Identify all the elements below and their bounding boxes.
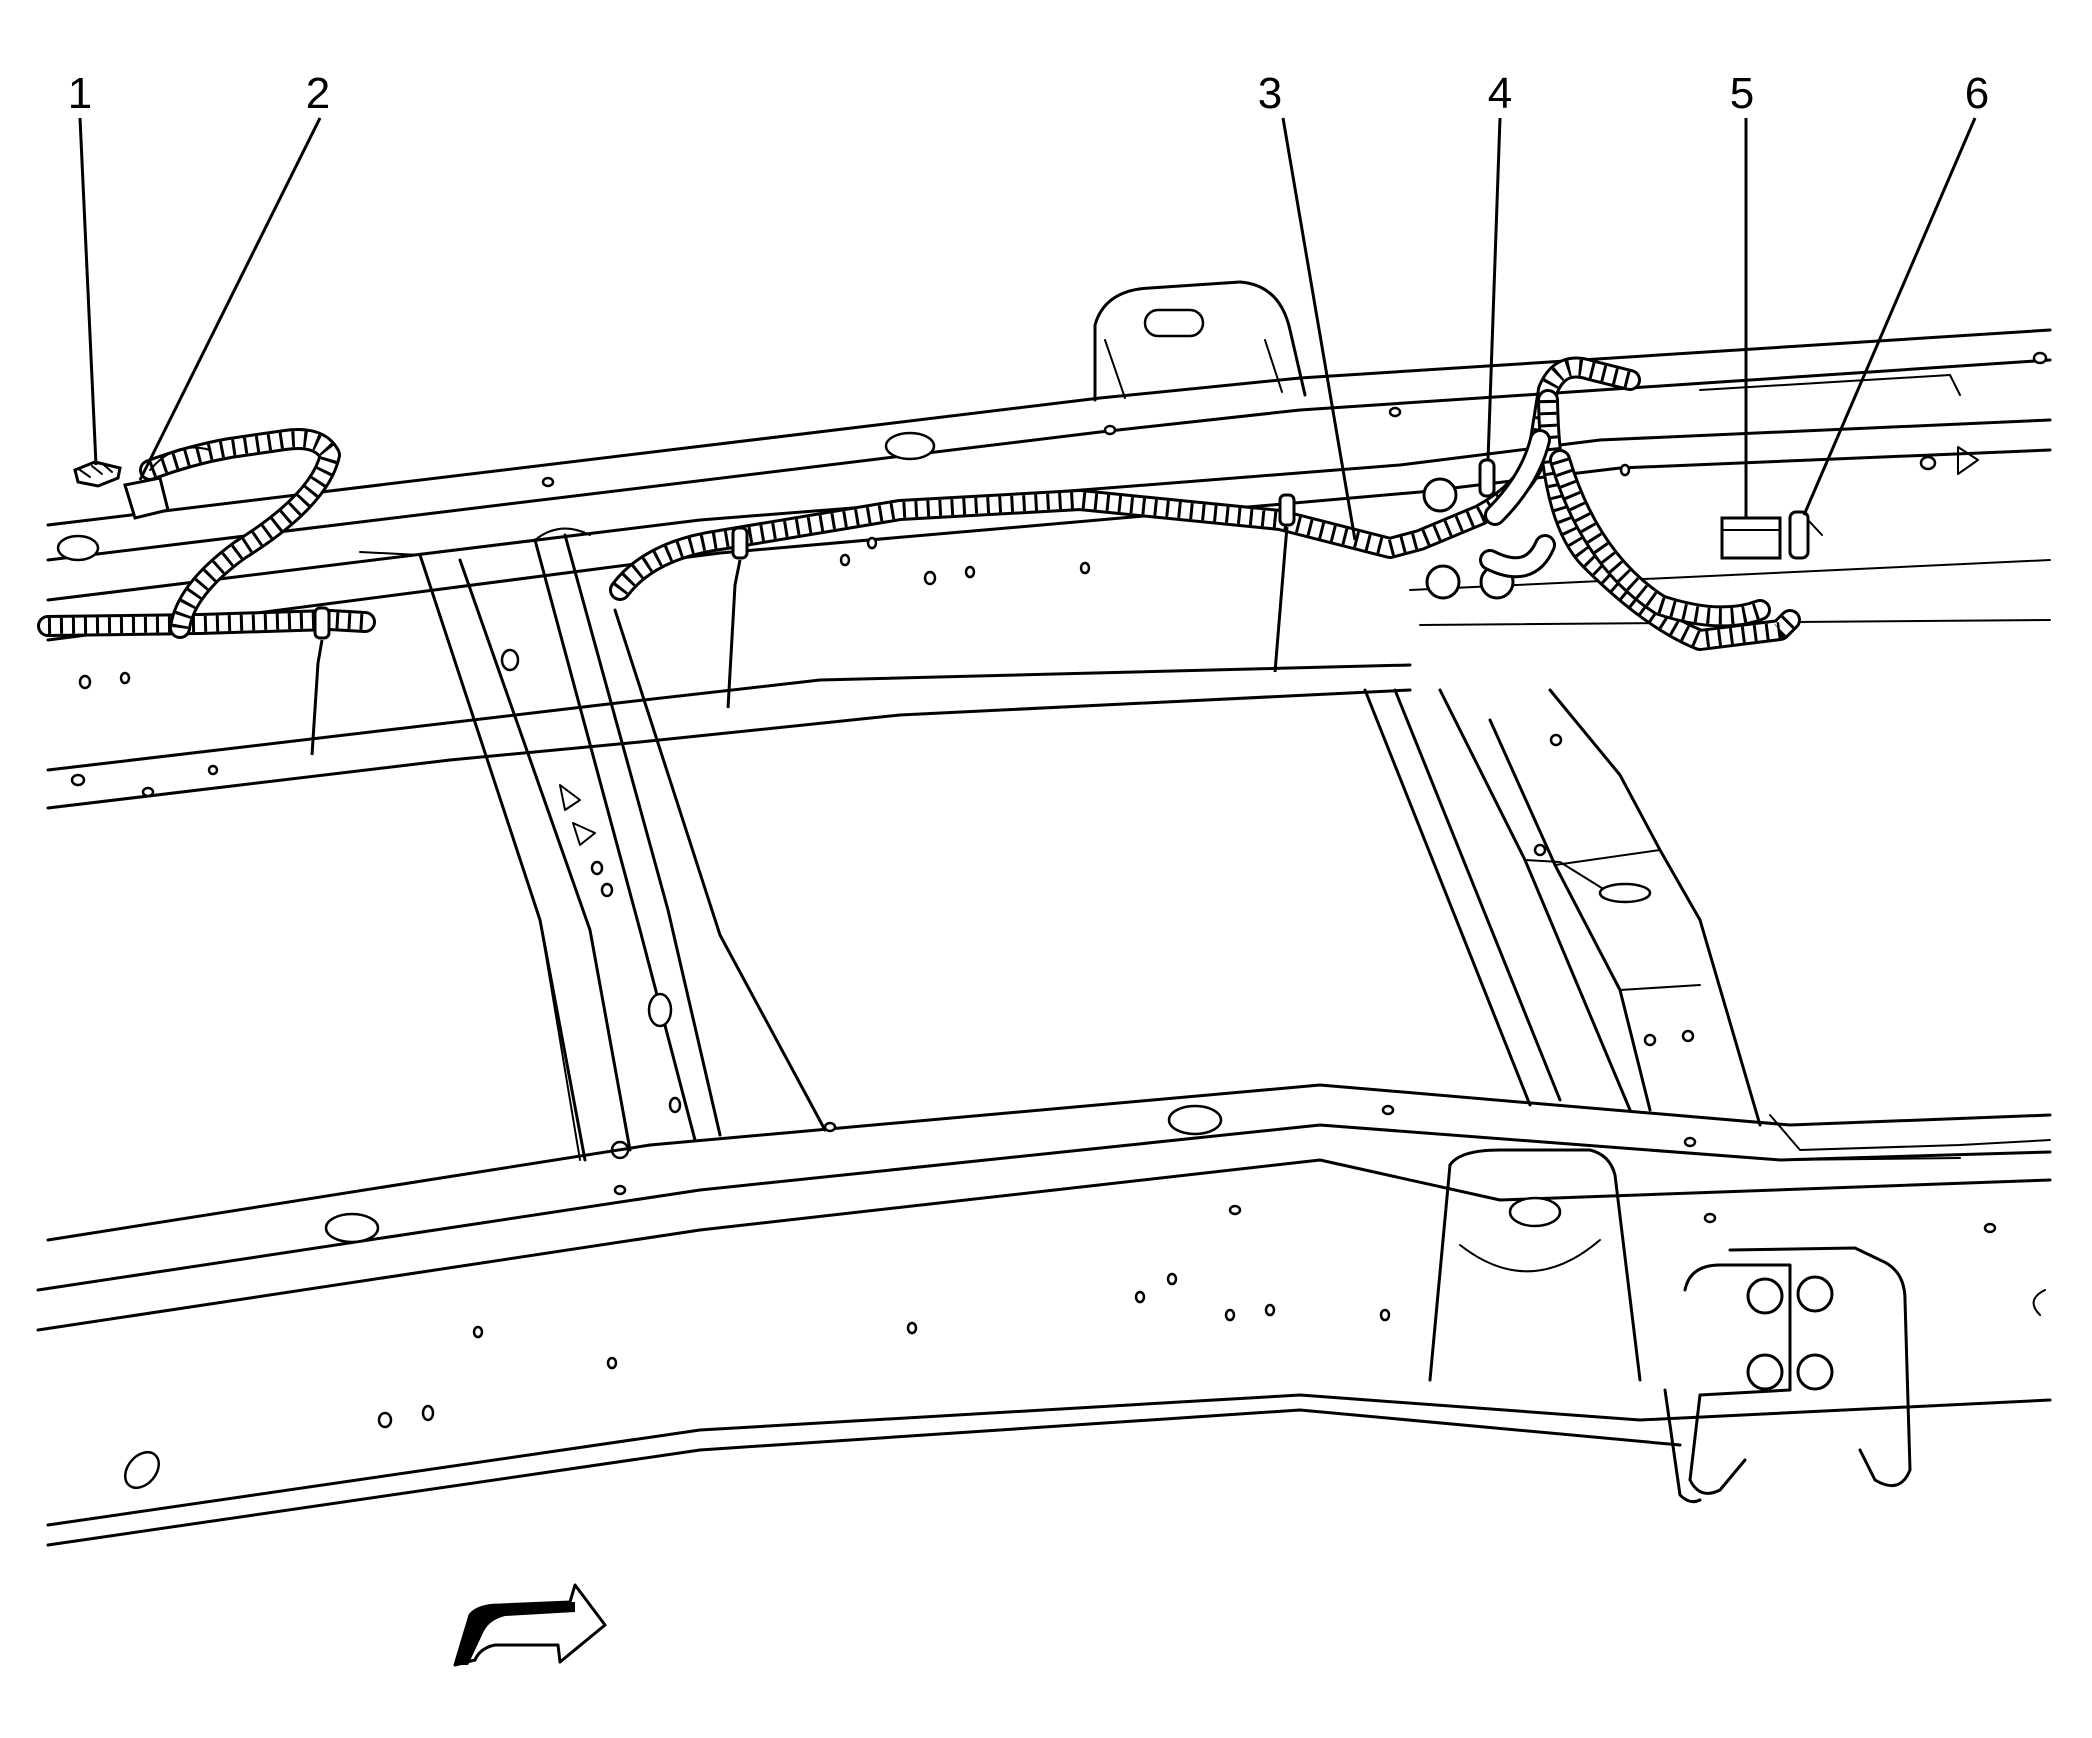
spring-hanger-plate xyxy=(1663,1246,1912,1504)
triangle-marker-upper xyxy=(1957,446,1979,475)
lower-frame-rail xyxy=(36,1083,2052,1547)
callout-6: 6 xyxy=(1965,69,1989,118)
forward-direction-arrow-icon xyxy=(453,1583,607,1667)
callout-leaders xyxy=(78,117,1977,541)
callout-1: 1 xyxy=(68,69,92,118)
harness-clips xyxy=(310,458,1496,756)
connector-6 xyxy=(1788,510,1823,560)
connector-2 xyxy=(123,446,211,520)
lower-mount-bracket xyxy=(1428,1148,1642,1382)
upper-bolts xyxy=(1422,477,1515,600)
upper-frame-rail xyxy=(46,328,2052,810)
left-cross-member xyxy=(359,527,827,1162)
callout-4: 4 xyxy=(1488,69,1512,118)
right-cross-member xyxy=(1363,688,1762,1127)
connector-1 xyxy=(73,460,122,488)
upper-rail-holes xyxy=(56,351,2048,798)
wiring-harness xyxy=(37,356,1801,651)
upper-mount-bracket xyxy=(1093,280,1307,402)
callout-3: 3 xyxy=(1258,69,1282,118)
callout-labels: 1 2 3 4 5 6 xyxy=(68,69,1989,118)
callout-5: 5 xyxy=(1730,69,1754,118)
connector-5 xyxy=(1720,516,1782,560)
callout-2: 2 xyxy=(306,69,330,118)
